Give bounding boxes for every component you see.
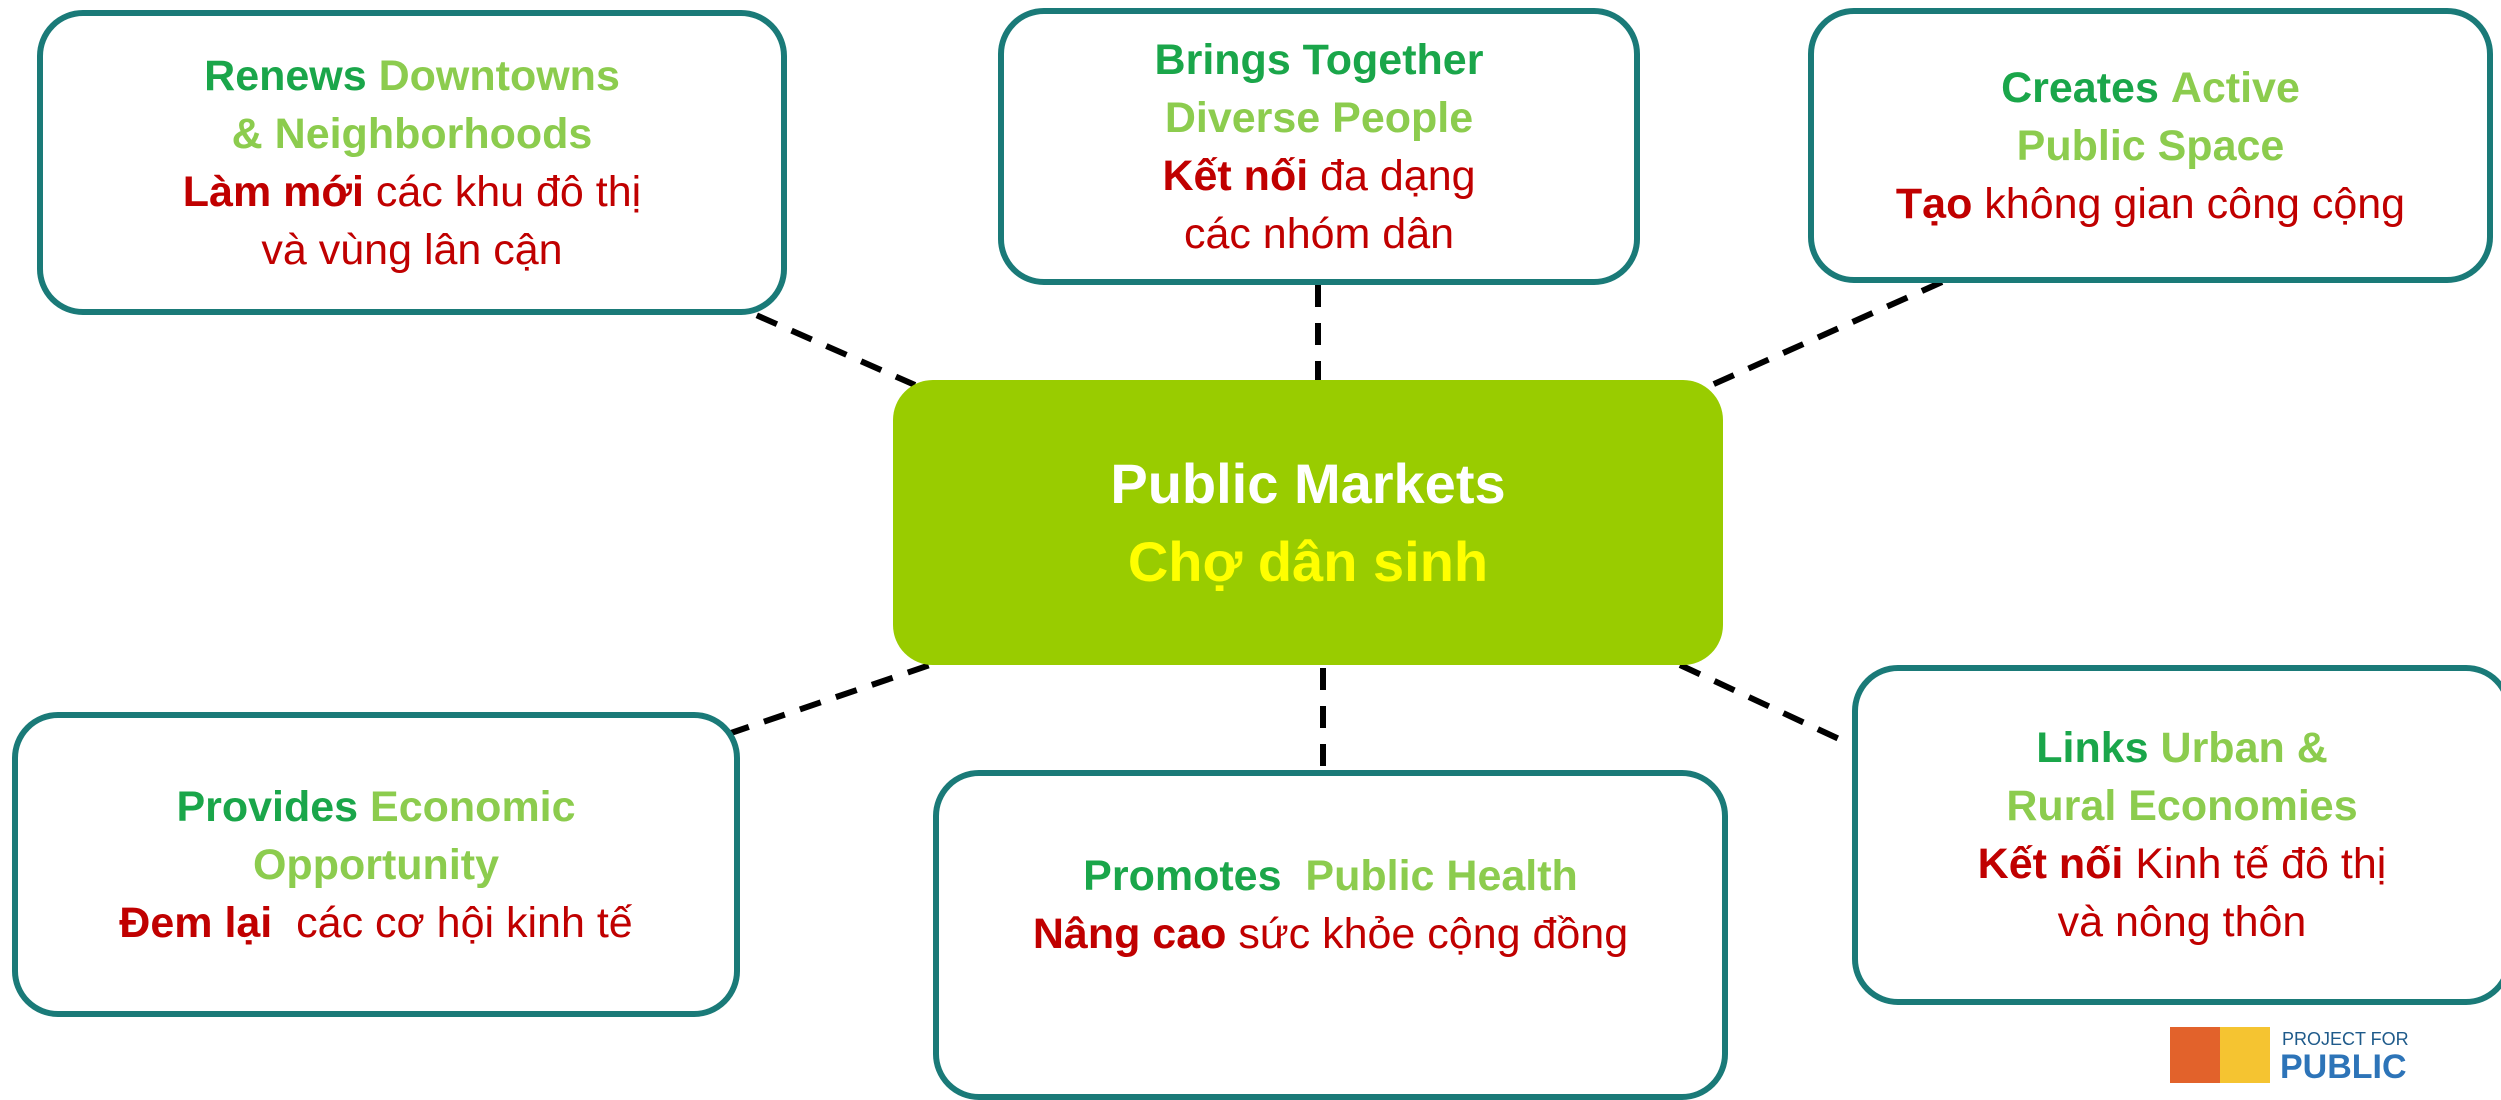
english-verb: Creates <box>2001 63 2159 112</box>
vietnamese-verb: Kết nối <box>1162 151 1309 200</box>
center-subtitle: Chợ dân sinh <box>1127 529 1489 593</box>
logo-line-1: PROJECT FOR <box>2282 1029 2409 1049</box>
english-topic: Public Space <box>2016 121 2285 170</box>
node-provides-opportunity: Provides Economic Opportunity Đem lại cá… <box>12 712 740 1017</box>
english-topic: Economic <box>370 782 576 831</box>
vietnamese-text: các cơ hội kinh tế <box>272 898 633 947</box>
connector-provides <box>727 662 931 737</box>
vietnamese-text: các khu đô thị <box>363 167 642 216</box>
node-line: Kết nối Kinh tế đô thị <box>1978 835 2387 893</box>
logo-yellow-square <box>2220 1027 2270 1083</box>
vietnamese-verb: Kết nối <box>1977 840 2124 888</box>
node-line: Đem lại các cơ hội kinh tế <box>119 894 632 952</box>
connector-creates <box>1703 279 1944 391</box>
vietnamese-text: và nông thôn <box>2057 898 2307 946</box>
english-verb: Provides <box>176 782 359 831</box>
english-topic: Diverse People <box>1164 93 1474 142</box>
vietnamese-text: không gian công cộng <box>1972 179 2406 228</box>
english-topic: Active <box>2170 63 2300 112</box>
node-line: Renews Downtowns <box>204 47 620 105</box>
node-line: Tạo không gian công cộng <box>1896 175 2405 233</box>
logo-line-2: PUBLIC <box>2280 1048 2407 1086</box>
node-line: Provides Economic <box>176 778 575 836</box>
vietnamese-verb: Tạo <box>1895 179 1973 228</box>
vietnamese-verb: Làm mới <box>182 167 364 216</box>
vietnamese-text: Kinh tế đô thị <box>2123 840 2387 888</box>
node-brings-together: Brings Together Diverse People Kết nối đ… <box>998 8 1640 285</box>
center-title: Public Markets <box>1110 451 1506 515</box>
connector-links <box>1678 662 1854 748</box>
vietnamese-verb: Đem lại <box>119 898 273 947</box>
english-topic: & Neighborhoods <box>231 109 593 158</box>
vietnamese-text: đa dạng <box>1308 151 1476 200</box>
vietnamese-verb: Nâng cao <box>1032 910 1227 958</box>
node-creates-public-space: Creates Active Public Space Tạo không gi… <box>1808 8 2493 283</box>
node-line: Kết nối đa dạng <box>1162 147 1475 205</box>
project-for-public-spaces-logo: PROJECT FOR PUBLIC <box>2170 1027 2430 1086</box>
node-links-economies: Links Urban & Rural Economies Kết nối Ki… <box>1852 665 2501 1005</box>
english-verb: Links <box>2036 724 2149 772</box>
english-verb: Promotes <box>1083 852 1282 900</box>
english-verb: Renews <box>204 51 367 100</box>
node-line: Creates Active <box>2001 59 2300 117</box>
vietnamese-text: và vùng lân cận <box>261 225 563 274</box>
node-line: Làm mới các khu đô thị <box>183 163 641 221</box>
node-line: Promotes Public Health <box>1083 847 1578 905</box>
english-topic: Rural Economies <box>2006 782 2358 830</box>
node-promotes-health: Promotes Public Health Nâng cao sức khỏe… <box>933 770 1728 1100</box>
node-line: Nâng cao sức khỏe cộng đồng <box>1033 905 1628 963</box>
english-verb: Brings Together <box>1154 35 1484 84</box>
node-renews-downtowns: Renews Downtowns & Neighborhoods Làm mới… <box>37 10 787 315</box>
logo-orange-square <box>2170 1027 2220 1083</box>
english-topic: Downtowns <box>378 51 620 100</box>
node-line: Links Urban & <box>2036 719 2328 777</box>
english-topic: Opportunity <box>252 840 499 889</box>
english-topic: Public Health <box>1305 852 1578 900</box>
center-node-public-markets: Public Markets Chợ dân sinh <box>893 380 1723 665</box>
vietnamese-text: các nhóm dân <box>1183 209 1455 258</box>
vietnamese-text: sức khỏe cộng đồng <box>1226 910 1629 958</box>
english-topic: Urban & <box>2160 724 2328 772</box>
